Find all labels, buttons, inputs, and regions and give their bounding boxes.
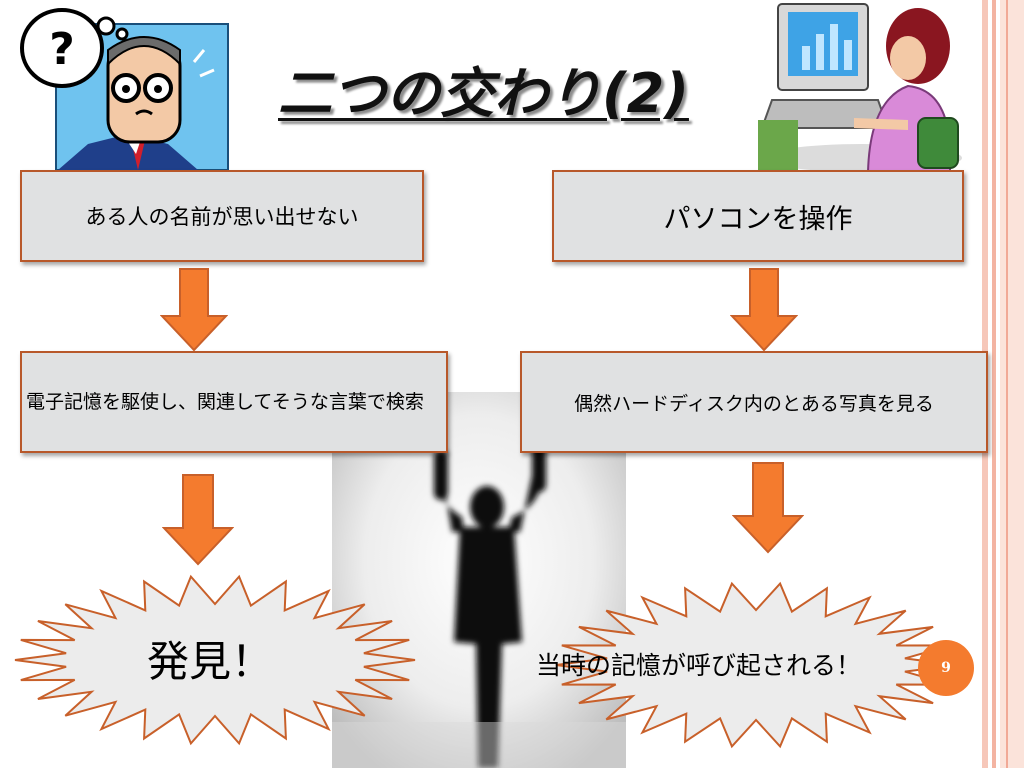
right-step1-box: パソコンを操作 bbox=[552, 170, 964, 262]
left-result-text: 発見！ bbox=[146, 637, 273, 686]
down-arrow-icon bbox=[732, 462, 804, 554]
starburst-left-shape bbox=[14, 574, 416, 746]
page-number-badge: 9 bbox=[918, 640, 974, 696]
down-arrow-icon bbox=[162, 474, 234, 566]
svg-text:?: ? bbox=[49, 24, 75, 75]
down-arrow-icon bbox=[160, 268, 228, 352]
right-step2-text: 偶然ハードディスク内のとある写真を見る bbox=[574, 392, 934, 415]
slide-edge-band bbox=[1000, 0, 1024, 768]
slide-edge-stripe bbox=[1006, 0, 1008, 768]
down-arrow-icon bbox=[730, 268, 798, 352]
right-result-text: 当時の記憶が呼び起される！ bbox=[536, 651, 862, 680]
right-step2-box: 偶然ハードディスク内のとある写真を見る bbox=[520, 351, 988, 453]
silhouette-person-photo bbox=[332, 392, 626, 768]
slide-title: 二つの交わり(2) bbox=[278, 62, 689, 125]
left-step2-box: 電子記憶を駆使し、関連してそうな言葉で検索 bbox=[20, 351, 448, 453]
computer-user-clipart bbox=[758, 3, 962, 172]
left-step1-text: ある人の名前が思い出せない bbox=[85, 205, 359, 229]
thinking-man-clipart: ? bbox=[20, 8, 229, 170]
left-step2-text: 電子記憶を駆使し、関連してそうな言葉で検索 bbox=[26, 391, 424, 413]
slide-edge-stripe bbox=[992, 0, 996, 768]
right-step1-text: パソコンを操作 bbox=[663, 203, 853, 235]
left-step1-box: ある人の名前が思い出せない bbox=[20, 170, 424, 262]
starburst-right-shape bbox=[555, 581, 957, 749]
